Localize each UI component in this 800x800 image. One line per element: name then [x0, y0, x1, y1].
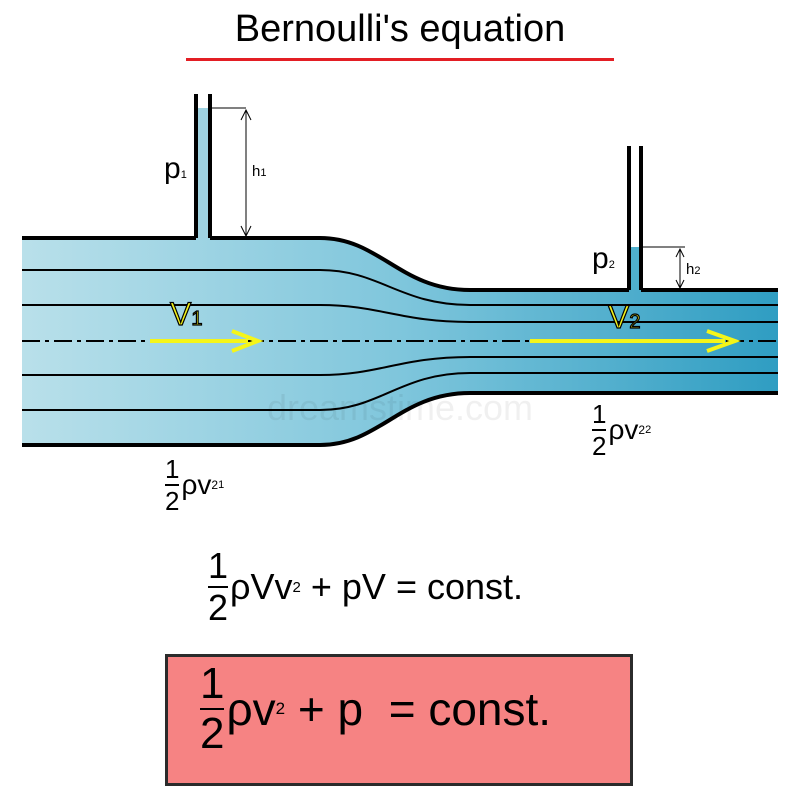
velocity1-arrow [150, 329, 264, 353]
title-underline [186, 58, 614, 61]
tube1-fluid [196, 108, 210, 238]
pipe-bottom-wall [22, 391, 778, 447]
p2-label: p2 [592, 242, 615, 275]
velocity1-label: V1 [169, 295, 203, 332]
watermark: dreamstime.com [267, 387, 533, 428]
tube1-walls [194, 94, 212, 238]
tube2-fluid [629, 247, 641, 290]
velocity2-label: V2 [607, 298, 641, 335]
bernoulli-equation-box [165, 654, 633, 786]
page-title: Bernoulli's equation [234, 8, 566, 50]
streamlines [22, 269, 778, 411]
p1-label: p1 [164, 152, 187, 185]
h1-label: h1 [252, 163, 267, 180]
velocity2-arrow [530, 329, 741, 353]
pipe-top-wall [22, 236, 778, 292]
h2-dimension [641, 246, 685, 290]
tube2-walls [627, 146, 643, 290]
h2-label: h2 [686, 261, 701, 278]
h1-dimension [210, 107, 252, 238]
